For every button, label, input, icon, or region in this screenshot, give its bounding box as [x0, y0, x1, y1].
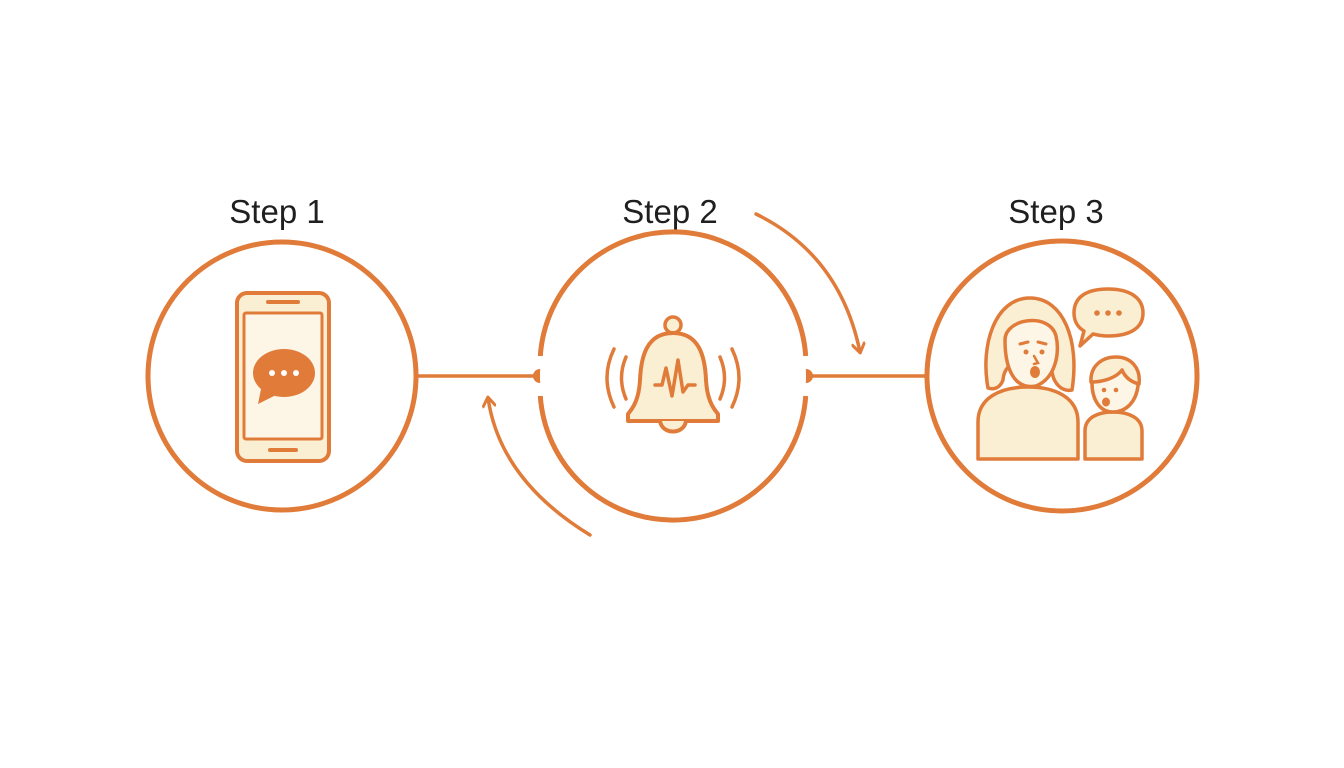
- step-1-node: [145, 239, 419, 513]
- curved-arrow-bottom: [488, 398, 592, 537]
- step-3-title: Step 3: [1008, 193, 1104, 230]
- bell-alert-icon: [605, 315, 741, 434]
- step-3-node: [924, 238, 1200, 514]
- step-2-title: Step 2: [622, 193, 718, 230]
- curved-arrow-top: [754, 212, 860, 352]
- phone-chat-icon: [235, 291, 331, 463]
- step-2-node: [537, 229, 809, 523]
- parent-child-talking-icon: [976, 287, 1145, 461]
- step-1-title: Step 1: [229, 193, 325, 230]
